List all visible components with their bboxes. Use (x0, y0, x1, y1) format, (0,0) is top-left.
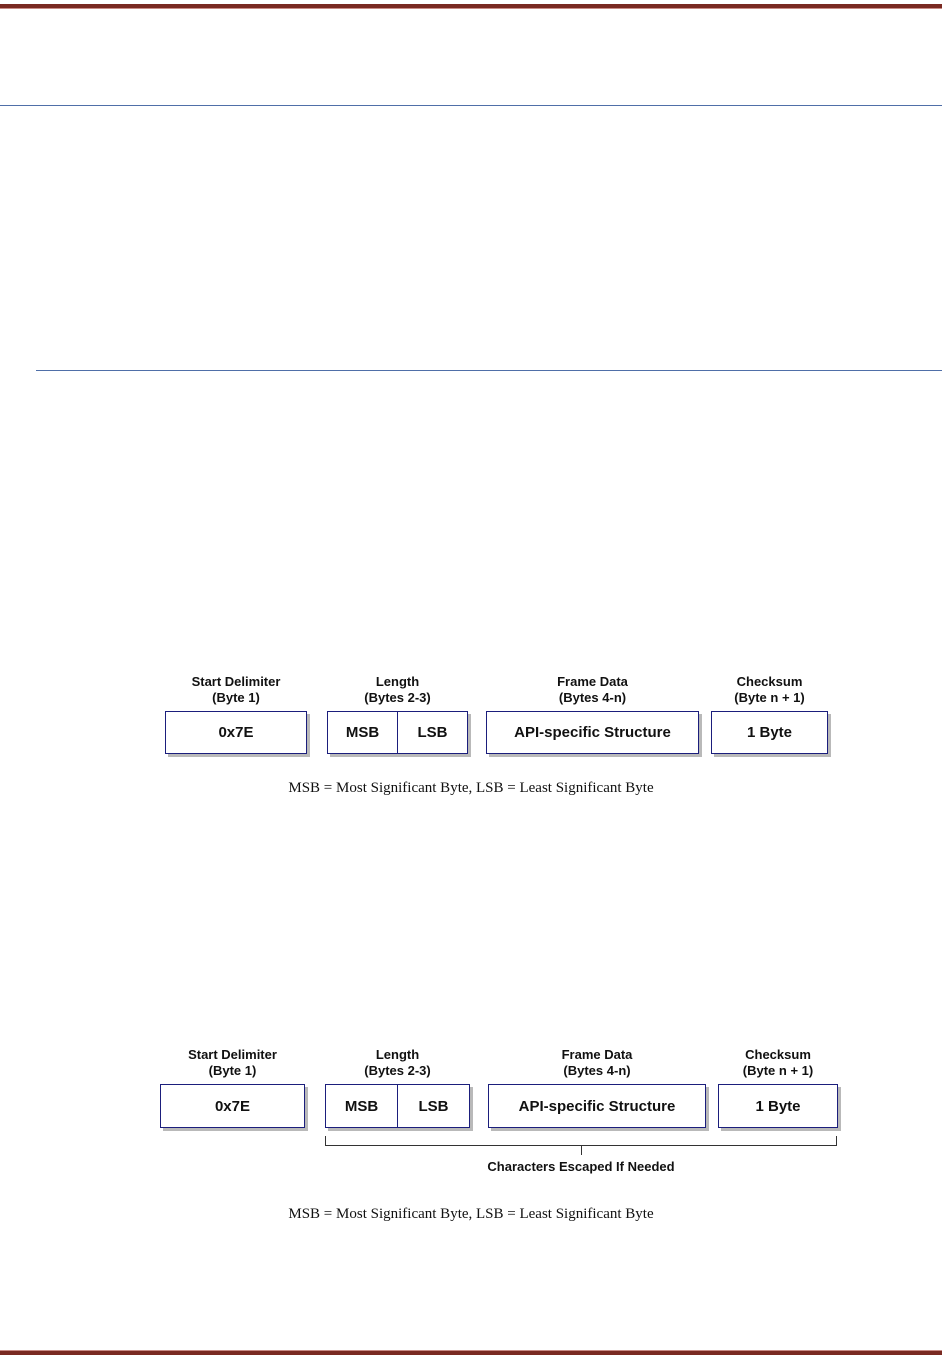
length-title: Length (375, 1047, 420, 1062)
frame-data-sub: (Bytes 4-n) (558, 690, 627, 705)
length-sub: (Bytes 2-3) (364, 690, 431, 705)
start-delimiter-header: Start Delimiter (Byte 1) (165, 674, 307, 706)
section-divider (0, 105, 942, 106)
start-delimiter-box: 0x7E (165, 711, 307, 754)
checksum-sub: (Byte n + 1) (734, 690, 805, 705)
frame-data-value: API-specific Structure (514, 724, 671, 741)
msb-cell: MSB (344, 1097, 379, 1115)
checksum-box: 1 Byte (718, 1084, 838, 1128)
frame-data-box: API-specific Structure (488, 1084, 706, 1128)
header-rule (0, 4, 942, 9)
escaped-range-label: Characters Escaped If Needed (487, 1159, 675, 1174)
lsb-cell: LSB (397, 712, 467, 753)
checksum-header: Checksum (Byte n + 1) (718, 1047, 838, 1079)
checksum-header: Checksum (Byte n + 1) (711, 674, 828, 706)
frame-data-box: API-specific Structure (486, 711, 699, 754)
start-delimiter-box: 0x7E (160, 1084, 305, 1128)
length-title: Length (375, 674, 420, 689)
frame-data-title: Frame Data (557, 674, 628, 689)
checksum-box: 1 Byte (711, 711, 828, 754)
frame-data-header: Frame Data (Bytes 4-n) (486, 674, 699, 706)
start-delimiter-sub: (Byte 1) (212, 690, 260, 705)
frame-data-header: Frame Data (Bytes 4-n) (488, 1047, 706, 1079)
start-delimiter-title: Start Delimiter (188, 1047, 277, 1062)
checksum-title: Checksum (745, 1047, 811, 1062)
length-header: Length (Bytes 2-3) (325, 1047, 470, 1079)
footer-rule (0, 1350, 942, 1355)
frame-data-value: API-specific Structure (518, 1097, 676, 1115)
bracket-tick (581, 1146, 582, 1155)
section-divider (36, 370, 942, 371)
checksum-title: Checksum (736, 674, 803, 689)
diagram-caption: MSB = Most Significant Byte, LSB = Least… (288, 780, 654, 796)
length-box: MSB LSB (325, 1084, 470, 1128)
start-delimiter-title: Start Delimiter (191, 674, 281, 689)
checksum-sub: (Byte n + 1) (742, 1063, 814, 1078)
lsb-cell: LSB (397, 1085, 469, 1127)
msb-cell: MSB (345, 724, 380, 741)
length-sub: (Bytes 2-3) (364, 1063, 431, 1078)
start-delimiter-value: 0x7E (214, 1097, 251, 1115)
diagram-caption: MSB = Most Significant Byte, LSB = Least… (288, 1206, 654, 1222)
checksum-value: 1 Byte (755, 1097, 801, 1115)
escaped-range-bracket (325, 1136, 837, 1146)
start-delimiter-header: Start Delimiter (Byte 1) (160, 1047, 305, 1079)
start-delimiter-sub: (Byte 1) (208, 1063, 257, 1078)
length-box: MSB LSB (327, 711, 468, 754)
checksum-value: 1 Byte (746, 724, 793, 741)
length-header: Length (Bytes 2-3) (327, 674, 468, 706)
frame-data-title: Frame Data (561, 1047, 633, 1062)
start-delimiter-value: 0x7E (218, 724, 254, 741)
frame-data-sub: (Bytes 4-n) (563, 1063, 631, 1078)
